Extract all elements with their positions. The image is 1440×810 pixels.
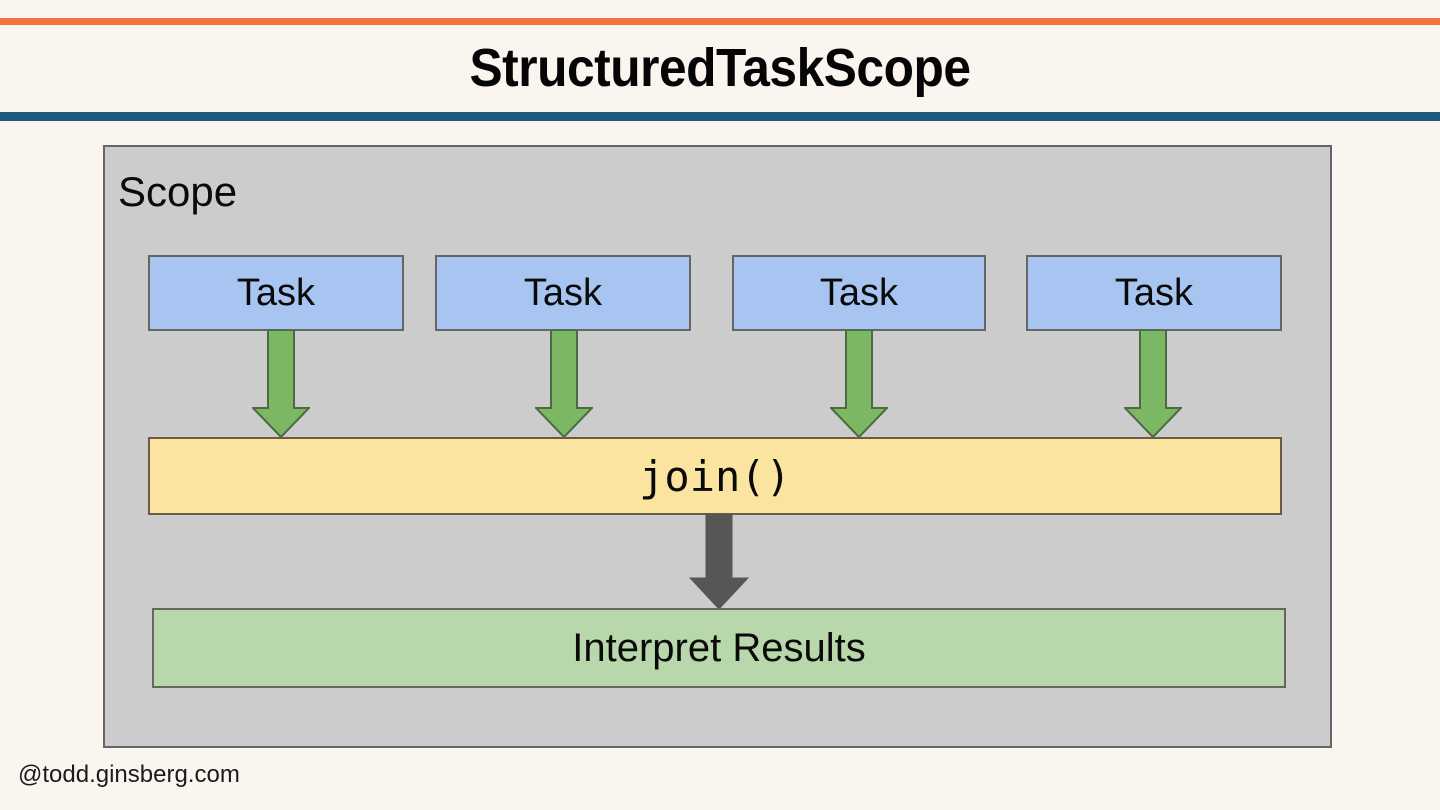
task-to-join-arrow-1 bbox=[252, 330, 310, 438]
task-to-join-arrow-4 bbox=[1124, 330, 1182, 438]
scope-label: Scope bbox=[118, 168, 238, 215]
title-underline-rule bbox=[0, 112, 1440, 121]
interpret-results-box: Interpret Results bbox=[152, 608, 1286, 688]
author-handle: @todd.ginsberg.com bbox=[18, 761, 240, 788]
task-box-4: Task bbox=[1026, 255, 1282, 331]
task-to-join-arrow-3 bbox=[830, 330, 888, 438]
task-box-1: Task bbox=[148, 255, 404, 331]
task-to-join-arrow-2 bbox=[535, 330, 593, 438]
join-box: join() bbox=[148, 437, 1282, 515]
join-to-results-arrow bbox=[689, 514, 749, 610]
task-box-2: Task bbox=[435, 255, 691, 331]
top-accent-rule bbox=[0, 18, 1440, 25]
page-title: StructuredTaskScope bbox=[469, 38, 971, 98]
task-box-3: Task bbox=[732, 255, 986, 331]
